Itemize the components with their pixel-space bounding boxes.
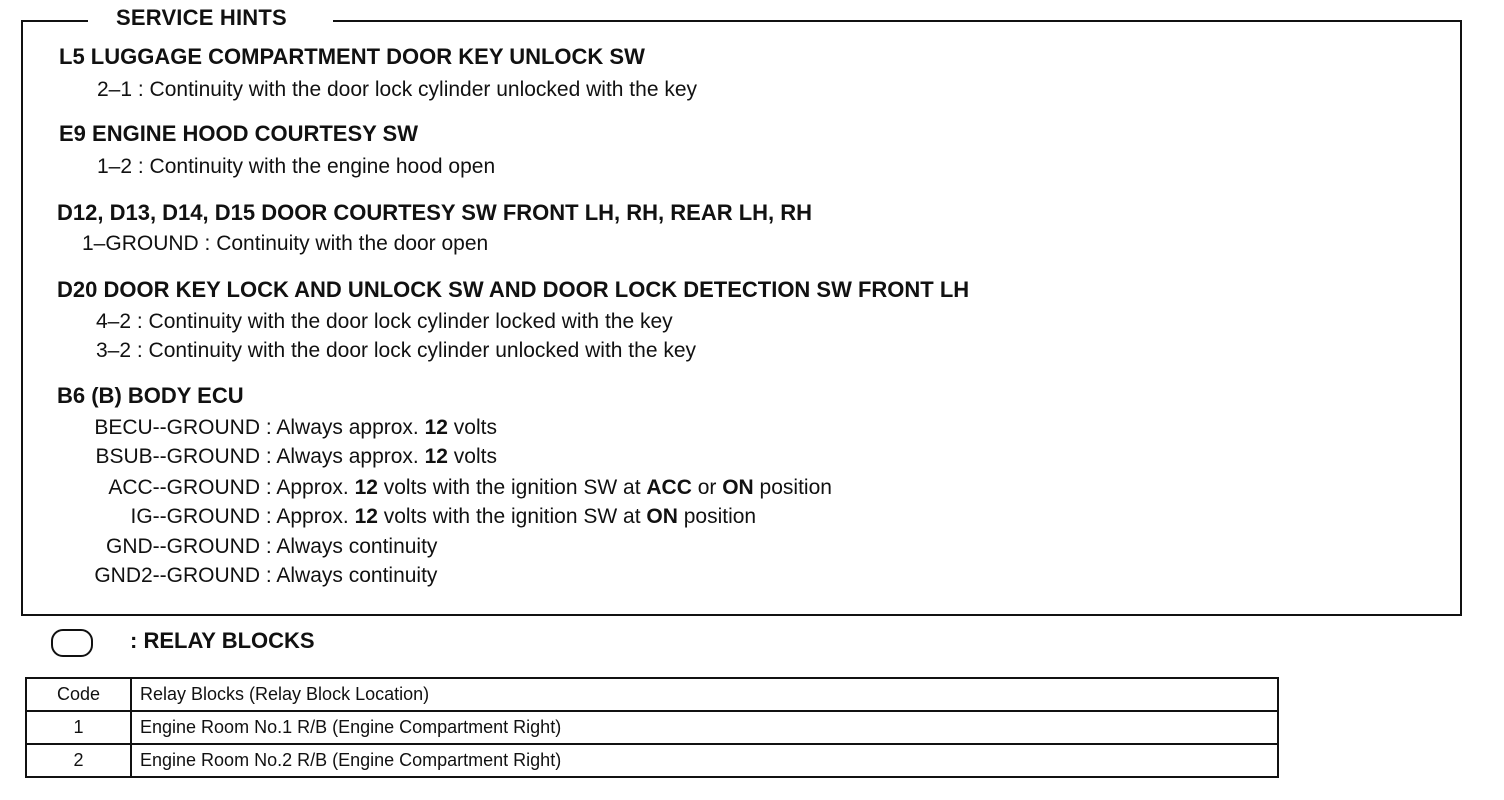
hint-text-part: volts with the ignition SW at [377, 505, 647, 528]
hint-terminal: 1–2 [97, 155, 133, 178]
section-heading-b6-body-ecu: B6 (B) BODY ECU [57, 383, 244, 408]
section-heading-d12-d15: D12, D13, D14, D15 DOOR COURTESY SW FRON… [57, 200, 813, 225]
hint-line-ig: IG--GROUND : Approx. 12 volts with the i… [60, 505, 757, 529]
section-heading-d20: D20 DOOR KEY LOCK AND UNLOCK SW AND DOOR… [57, 277, 970, 302]
hint-text-part: : Always approx. [265, 445, 425, 468]
hint-line-gnd2: GND2--GROUND : Always continuity [60, 564, 437, 588]
hint-terminal: GND2--GROUND [94, 564, 260, 587]
hint-line: 3–2 : Continuity with the door lock cyli… [96, 339, 696, 363]
table-row: 1 Engine Room No.1 R/B (Engine Compartme… [25, 710, 1279, 745]
table-cell-relay-block: Engine Room No.2 R/B (Engine Compartment… [130, 743, 1279, 778]
hint-text-part: volts [447, 445, 497, 468]
hint-line: 2–1 : Continuity with the door lock cyli… [97, 78, 697, 102]
hint-line: 4–2 : Continuity with the door lock cyli… [96, 310, 673, 334]
service-hints-title: SERVICE HINTS [116, 5, 287, 30]
hint-line-acc: ACC--GROUND : Approx. 12 volts with the … [60, 476, 832, 500]
hint-terminal: 3–2 [96, 339, 132, 362]
hint-keyword: ON [722, 476, 754, 499]
hint-line-bsub: BSUB--GROUND : Always approx. 12 volts [60, 445, 497, 469]
hint-terminal: BSUB--GROUND [95, 445, 260, 468]
table-cell-code: 2 [25, 743, 132, 778]
hint-voltage: 12 [354, 476, 378, 499]
relay-blocks-table: Code Relay Blocks (Relay Block Location)… [25, 677, 1279, 778]
hint-line-becu: BECU--GROUND : Always approx. 12 volts [60, 416, 497, 440]
hint-terminal: 1–GROUND [82, 232, 199, 255]
hint-text: : Continuity with the door open [204, 232, 489, 255]
hint-line: 1–GROUND : Continuity with the door open [82, 232, 488, 256]
hint-text: : Always continuity [265, 535, 438, 558]
hint-keyword: ON [646, 505, 678, 528]
relay-blocks-title: : RELAY BLOCKS [130, 628, 315, 653]
hint-line-gnd: GND--GROUND : Always continuity [60, 535, 437, 559]
service-hints-box [21, 21, 1462, 616]
hint-terminal: 4–2 [96, 310, 132, 333]
section-heading-l5: L5 LUGGAGE COMPARTMENT DOOR KEY UNLOCK S… [59, 44, 645, 69]
hint-terminal: IG--GROUND [130, 505, 261, 528]
hint-text: : Continuity with the door lock cylinder… [136, 310, 673, 333]
table-row: 2 Engine Room No.2 R/B (Engine Compartme… [25, 743, 1279, 778]
hint-text: : Continuity with the door lock cylinder… [137, 78, 698, 101]
hint-voltage: 12 [354, 505, 378, 528]
hint-voltage: 12 [424, 445, 448, 468]
table-cell-code: 1 [25, 710, 132, 745]
hint-text: : Continuity with the door lock cylinder… [136, 339, 697, 362]
hint-text-part: or [691, 476, 723, 499]
hint-terminal: 2–1 [97, 78, 133, 101]
hint-line: 1–2 : Continuity with the engine hood op… [97, 155, 495, 179]
hint-text-part: volts with the ignition SW at [377, 476, 647, 499]
table-header-row: Code Relay Blocks (Relay Block Location) [25, 677, 1279, 712]
hints-frame-top-right [333, 20, 1462, 22]
hint-keyword: ACC [646, 476, 692, 499]
hint-text-part: : Always approx. [265, 416, 425, 439]
hint-text-part: : Approx. [265, 505, 355, 528]
column-header-code: Code [25, 677, 132, 712]
relay-block-icon [51, 629, 93, 657]
section-heading-e9: E9 ENGINE HOOD COURTESY SW [59, 121, 418, 146]
hint-text-part: position [753, 476, 832, 499]
hint-text-part: volts [447, 416, 497, 439]
column-header-relay-blocks: Relay Blocks (Relay Block Location) [130, 677, 1279, 712]
hint-text: : Always continuity [265, 564, 438, 587]
hint-text-part: position [677, 505, 757, 528]
hint-text-part: : Approx. [265, 476, 355, 499]
hint-text: : Continuity with the engine hood open [137, 155, 496, 178]
hint-terminal: ACC--GROUND [108, 476, 260, 499]
hint-voltage: 12 [424, 416, 448, 439]
table-cell-relay-block: Engine Room No.1 R/B (Engine Compartment… [130, 710, 1279, 745]
hints-frame-top-left [21, 20, 88, 22]
hint-terminal: GND--GROUND [106, 535, 260, 558]
hint-terminal: BECU--GROUND [94, 416, 260, 439]
